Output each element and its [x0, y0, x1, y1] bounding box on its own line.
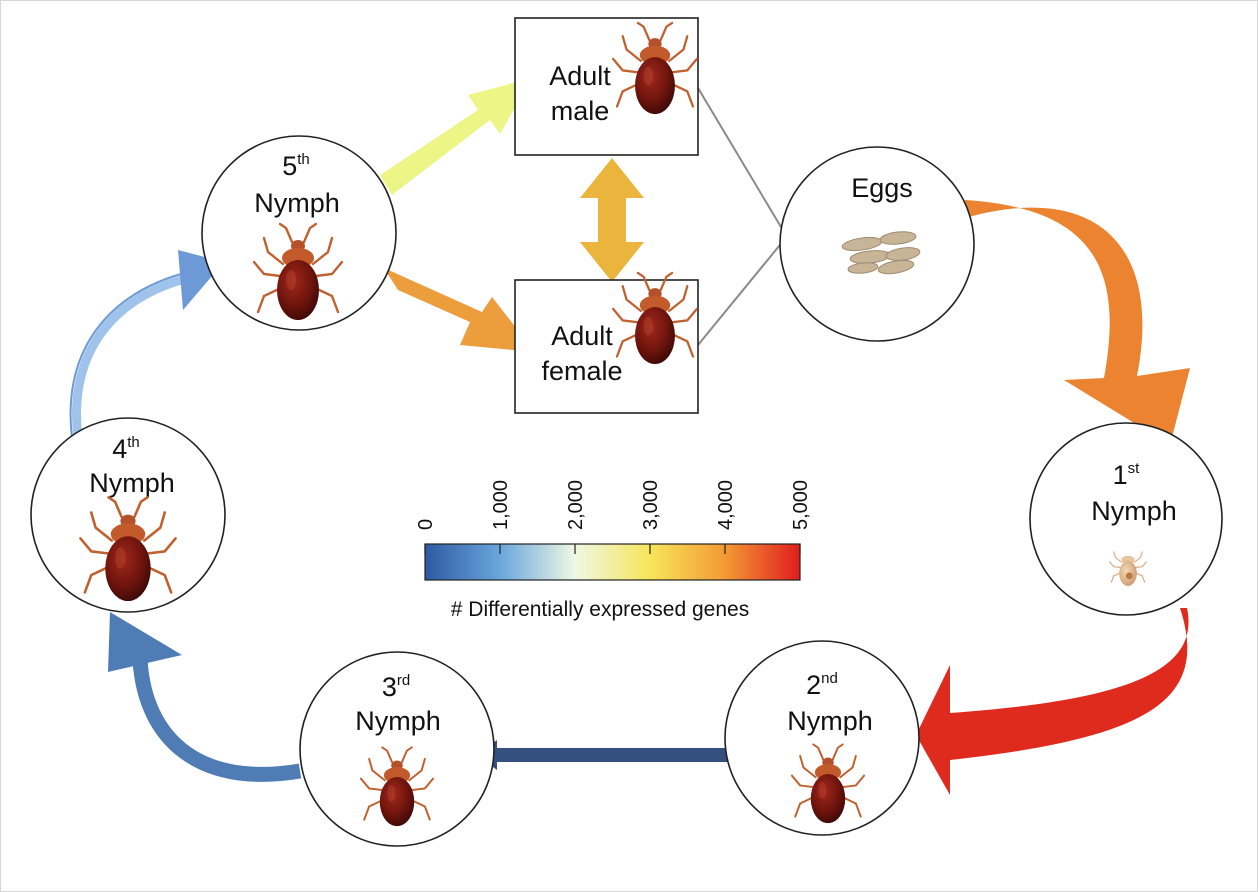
nymph4-ordinal: 4th — [112, 434, 140, 464]
arrow-nymph5-to-female — [384, 268, 535, 352]
nymph1-ordinal: 1st — [1113, 460, 1141, 490]
node-nymph1: 1st Nymph — [1029, 422, 1223, 616]
node-nymph5: 5th Nymph — [201, 135, 397, 331]
eggs-label: Eggs — [851, 173, 913, 203]
nymph2-ordinal: 2nd — [806, 670, 838, 700]
nymph1-circle — [1029, 422, 1223, 616]
node-adult-female: Adult female — [514, 271, 699, 414]
colorbar: 0 1,000 2,000 3,000 4,000 5,000 # Differentia… — [415, 480, 812, 621]
arrow-nymph3-to-nymph4 — [132, 659, 302, 782]
node-nymph2: 2nd Nymph — [724, 640, 920, 836]
colorbar-ticks: 0 1,000 2,000 3,000 4,000 5,000 — [415, 480, 812, 554]
arrow-nymph1-to-nymph2 — [916, 608, 1189, 795]
colorbar-title: # Differentially expressed genes — [451, 598, 749, 621]
node-eggs: Eggs — [779, 146, 975, 342]
node-adult-male: Adult male — [514, 17, 699, 156]
arrow-nymph4-to-nymph5 — [72, 272, 194, 439]
nymph4-ordinal-suffix: th — [127, 434, 140, 451]
nymph2-ordinal-suffix: nd — [821, 670, 838, 687]
adult-male-label-line2: male — [551, 96, 610, 126]
nymph1-bug-icon — [1109, 551, 1147, 586]
colorbar-tick-label: 1,000 — [490, 480, 512, 530]
colorbar-tick-label: 2,000 — [565, 480, 587, 530]
nymph1-ordinal-suffix: st — [1128, 460, 1141, 477]
arrow-male-female — [580, 158, 644, 282]
nymph3-ordinal: 3rd — [382, 672, 410, 702]
mating-connector-lines — [697, 87, 785, 346]
adult-female-label-line1: Adult — [551, 321, 613, 351]
arrow-eggs-to-nymph1 — [965, 200, 1190, 445]
nymph1-label: Nymph — [1091, 496, 1177, 526]
adult-female-label-line2: female — [541, 356, 622, 386]
arrow-nymph5-to-male — [380, 78, 532, 195]
colorbar-gradient — [424, 543, 801, 581]
arrow-nymph2-to-nymph3 — [477, 740, 728, 770]
nymph4-label: Nymph — [89, 468, 175, 498]
node-nymph4: 4th Nymph — [30, 417, 226, 613]
colorbar-tick-label: 5,000 — [790, 480, 812, 530]
nymph3-circle — [299, 651, 495, 847]
nymph3-ordinal-suffix: rd — [397, 672, 410, 689]
nymph5-ordinal-suffix: th — [297, 151, 310, 168]
colorbar-tick-label: 0 — [415, 519, 437, 530]
arrowhead-nymph3-to-nymph4 — [108, 612, 182, 672]
node-nymph3: 3rd Nymph — [299, 651, 495, 847]
nymph2-circle — [724, 640, 920, 836]
colorbar-tick-label: 4,000 — [715, 480, 737, 530]
nymph5-label: Nymph — [254, 188, 340, 218]
nymph2-label: Nymph — [787, 706, 873, 736]
colorbar-tick-label: 3,000 — [640, 480, 662, 530]
nymph5-ordinal: 5th — [282, 151, 310, 181]
arrow-nymph4-to-nymph5-edge — [69, 270, 193, 439]
adult-male-label-line1: Adult — [549, 61, 611, 91]
nymph3-label: Nymph — [355, 706, 441, 736]
nymph5-circle — [201, 135, 397, 331]
eggs-icon — [841, 231, 921, 275]
